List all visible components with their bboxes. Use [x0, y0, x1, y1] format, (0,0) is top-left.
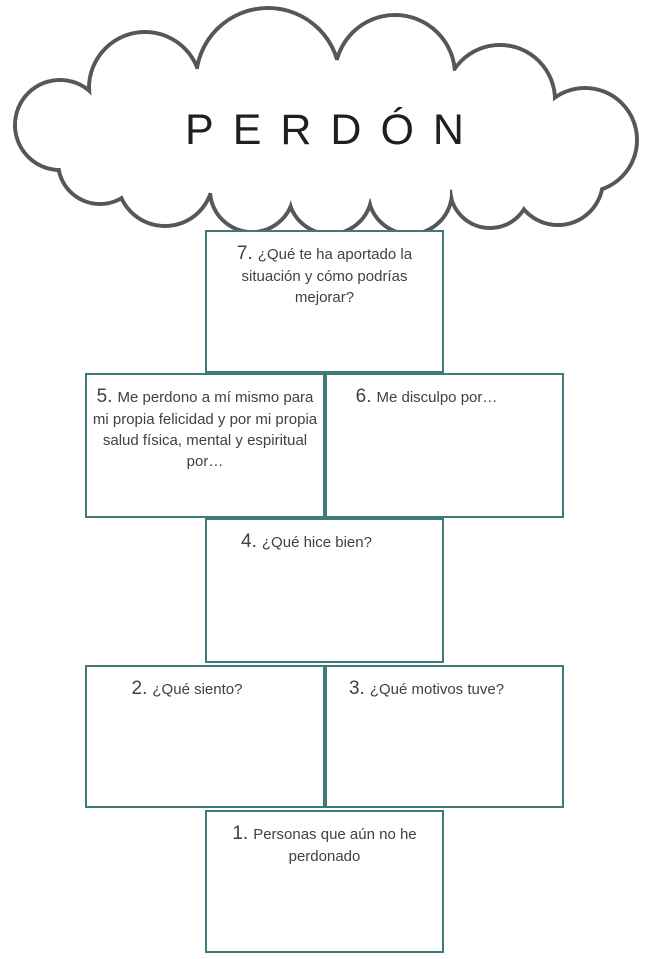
box-question-7-label: 7.¿Qué te ha aportado la situación y cóm… — [221, 241, 428, 309]
box-question-5-text: Me perdono a mí mismo para mi propia fel… — [92, 389, 318, 470]
box-question-2-text: ¿Qué siento? — [152, 681, 243, 698]
box-question-5-number: 5. — [96, 386, 113, 407]
box-question-6-number: 6. — [355, 386, 372, 407]
box-question-3-number: 3. — [348, 678, 365, 699]
box-question-6-label: 6.Me disculpo por… — [337, 384, 516, 410]
box-question-1-text: Personas que aún no he perdonado — [253, 826, 417, 866]
box-question-3-label: 3.¿Qué motivos tuve? — [337, 676, 516, 702]
cloud-shape — [13, 6, 639, 236]
box-question-6: 6.Me disculpo por… — [325, 373, 564, 518]
box-question-4-number: 4. — [241, 531, 257, 552]
box-question-4-label: 4.¿Qué hice bien? — [217, 529, 396, 555]
box-question-7-number: 7. — [236, 243, 253, 264]
page-title: PERDÓN — [185, 106, 483, 154]
box-question-3-text: ¿Qué motivos tuve? — [369, 681, 505, 698]
box-question-4-text: ¿Qué hice bien? — [261, 534, 372, 551]
box-question-6-text: Me disculpo por… — [376, 389, 498, 406]
box-question-1-label: 1.Personas que aún no he perdonado — [221, 821, 428, 868]
box-question-3: 3.¿Qué motivos tuve? — [325, 665, 564, 808]
box-question-2: 2.¿Qué siento? — [85, 665, 325, 808]
box-question-1-number: 1. — [232, 823, 249, 844]
box-question-5: 5.Me perdono a mí mismo para mi propia f… — [85, 373, 325, 518]
box-question-2-label: 2.¿Qué siento? — [97, 676, 277, 702]
box-question-7: 7.¿Qué te ha aportado la situación y cóm… — [205, 230, 444, 373]
box-question-4: 4.¿Qué hice bien? — [205, 518, 444, 663]
box-question-7-text: ¿Qué te ha aportado la situación y cómo … — [241, 246, 413, 306]
box-question-2-number: 2. — [131, 678, 148, 699]
box-question-1: 1.Personas que aún no he perdonado — [205, 810, 444, 953]
box-question-5-label: 5.Me perdono a mí mismo para mi propia f… — [92, 384, 318, 472]
